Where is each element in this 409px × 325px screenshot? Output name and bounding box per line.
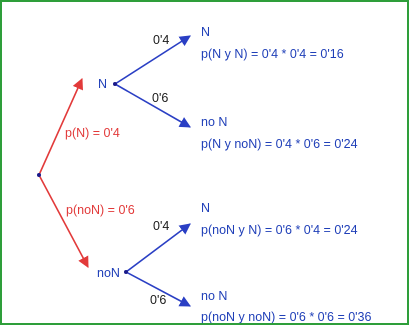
leaf-label-noN-noN: no N	[201, 289, 227, 303]
branch-noN-to-noN	[125, 271, 191, 307]
result-noN-noN: p(noN y noN) = 0'6 * 0'6 = 0'36	[201, 310, 372, 324]
leaf-label-N-N: N	[201, 25, 210, 39]
branch-N-to-noN	[114, 83, 191, 128]
node-label-N: N	[98, 77, 107, 91]
node-point-root	[37, 173, 41, 177]
leaf-label-noN-N: N	[201, 201, 210, 215]
branch-root-to-noN	[38, 174, 89, 268]
branch-prob-noN-noN: 0'6	[150, 293, 166, 307]
prob-label-noN: p(noN) = 0'6	[66, 203, 135, 217]
result-N-N: p(N y N) = 0'4 * 0'4 = 0'16	[201, 47, 344, 61]
node-label-noN: noN	[97, 266, 120, 280]
result-N-noN: p(N y noN) = 0'4 * 0'6 = 0'24	[201, 137, 358, 151]
branch-prob-N-noN: 0'6	[152, 91, 168, 105]
branch-prob-noN-N: 0'4	[153, 219, 169, 233]
leaf-label-N-noN: no N	[201, 115, 227, 129]
branch-N-to-N	[114, 35, 191, 85]
branch-prob-N-N: 0'4	[153, 33, 169, 47]
branch-root-to-N	[38, 77, 83, 176]
result-noN-N: p(noN y N) = 0'6 * 0'4 = 0'24	[201, 223, 358, 237]
node-point-N	[113, 82, 117, 86]
prob-label-N: p(N) = 0'4	[65, 126, 120, 140]
node-point-noN	[124, 270, 128, 274]
branch-noN-to-N	[125, 223, 191, 273]
